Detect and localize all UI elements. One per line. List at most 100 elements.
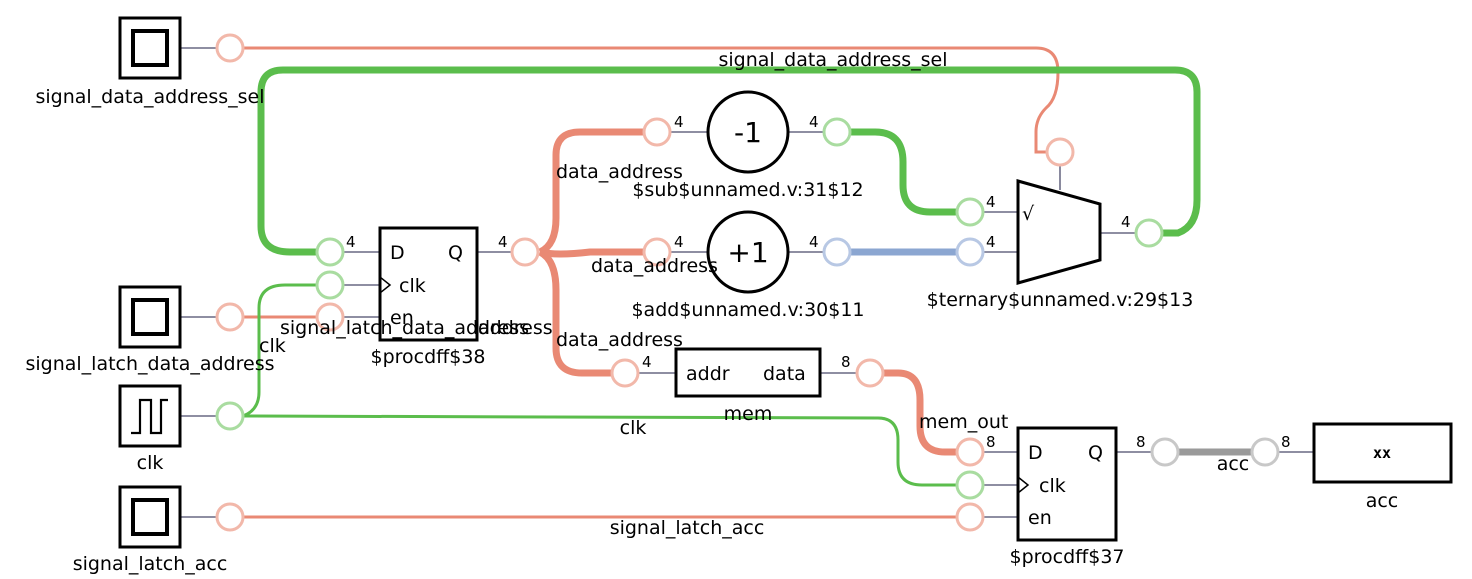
width-add-out: 4 (809, 233, 819, 251)
wire-label-data-address-sel: signal_data_address_sel (718, 49, 947, 71)
width-mem-addr: 4 (642, 353, 652, 371)
cell-ternary-mux[interactable]: √ $ternary$unnamed.v:29$13 (927, 179, 1194, 311)
wire-label-data-address-mid: data_address (591, 255, 718, 277)
stub-lines (181, 47, 1314, 518)
input-label-latch-acc: signal_latch_acc (73, 553, 228, 575)
wire-label-latch-data-address: signal_latch_data_address (280, 317, 529, 339)
dff-acc-d-label: D (1028, 442, 1043, 464)
dff-acc-clk-label: clk (1039, 475, 1066, 497)
wire-labels: signal_data_address_sel data_address dat… (259, 49, 1249, 539)
clock-waveform-icon (131, 398, 168, 435)
add-name: $add$unnamed.v:30$11 (631, 299, 864, 321)
port-add-out[interactable] (822, 237, 852, 267)
clock-edge-icon (379, 276, 392, 294)
wire-mux-feedback[interactable] (257, 66, 1201, 256)
mem-data-label: data (763, 363, 806, 385)
port-latch-acc-out[interactable] (215, 502, 245, 532)
width-acc-in: 8 (1281, 433, 1291, 451)
port-dff-addr-d[interactable] (315, 237, 345, 267)
port-mem-addr[interactable] (610, 358, 640, 388)
width-sub-in: 4 (674, 113, 684, 131)
dff-acc-name: $procdff$37 (1009, 546, 1124, 568)
port-mux-s[interactable] (1045, 137, 1075, 167)
width-dff-addr-q: 4 (498, 233, 508, 251)
width-mux-a: 4 (986, 193, 996, 211)
input-label-latch-data-address: signal_latch_data_address (25, 353, 274, 375)
width-mux-out: 4 (1121, 213, 1131, 231)
wire-data-address-to-sub[interactable] (538, 128, 645, 256)
wire-label-data-address-top: data_address (556, 161, 683, 183)
port-dff-acc-q[interactable] (1150, 437, 1180, 467)
port-dff-addr-clk[interactable] (315, 270, 345, 300)
wire-label-address: address (478, 317, 553, 339)
wire-label-mem-out: mem_out (919, 411, 1008, 433)
input-clk[interactable]: clk (118, 384, 182, 474)
port-sel-out[interactable] (215, 33, 245, 63)
input-signal-latch-data-address[interactable]: signal_latch_data_address (25, 285, 275, 375)
mem-addr-label: addr (686, 363, 730, 385)
output-acc-name: acc (1366, 490, 1399, 512)
cell-sub[interactable]: -1 $sub$unnamed.v:31$12 (632, 90, 864, 201)
ternary-name: $ternary$unnamed.v:29$13 (927, 289, 1194, 311)
sub-op-label: -1 (734, 116, 762, 149)
wire-clk-to-dff-acc[interactable] (242, 414, 957, 487)
wire-mem-out[interactable] (883, 369, 957, 456)
wires (181, 46, 1314, 519)
dff-addr-en-label: en (390, 307, 414, 329)
port-dff-acc-clk[interactable] (955, 470, 985, 500)
port-mux-out[interactable] (1134, 218, 1164, 248)
wire-label-clk-left: clk (259, 335, 286, 357)
input-signal-latch-acc[interactable]: signal_latch_acc (73, 485, 228, 575)
wire-sub-to-mux[interactable] (850, 128, 957, 216)
width-labels: 4 4 4 4 4 4 4 4 4 4 8 8 8 8 (346, 113, 1291, 451)
port-add-in[interactable] (642, 237, 672, 267)
cell-mem[interactable]: addr data mem (674, 347, 822, 425)
output-acc-value: xx (1373, 444, 1391, 462)
output-acc[interactable]: xx acc (1312, 422, 1453, 512)
port-mux-b[interactable] (955, 237, 985, 267)
width-dff-acc-d: 8 (986, 433, 996, 451)
wire-data-address-sel[interactable] (243, 46, 1060, 154)
cell-dff-addr[interactable]: D Q clk en $procdff$38 (370, 226, 486, 368)
sub-name: $sub$unnamed.v:31$12 (632, 179, 863, 201)
dff-addr-clk-label: clk (399, 275, 426, 297)
port-acc-in[interactable] (1250, 437, 1280, 467)
port-mem-data[interactable] (855, 358, 885, 388)
dff-acc-q-label: Q (1088, 442, 1103, 464)
port-sub-out[interactable] (822, 117, 852, 147)
wire-data-address-to-mem[interactable] (538, 248, 612, 377)
input-label-clk: clk (137, 452, 164, 474)
port-dff-addr-en[interactable] (315, 302, 345, 332)
clock-edge-icon (1017, 476, 1030, 494)
dff-acc-en-label: en (1028, 507, 1052, 529)
wire-data-address-to-add[interactable] (539, 248, 645, 258)
port-dff-addr-q[interactable] (510, 237, 540, 267)
port-dff-acc-en[interactable] (955, 502, 985, 532)
cell-add[interactable]: +1 $add$unnamed.v:30$11 (631, 210, 865, 321)
port-dff-acc-d[interactable] (955, 437, 985, 467)
width-dff-addr-d: 4 (346, 233, 356, 251)
port-mux-a[interactable] (955, 197, 985, 227)
mux-select-glyph: √ (1022, 203, 1035, 225)
wire-label-acc: acc (1217, 453, 1250, 475)
width-mem-data: 8 (841, 353, 851, 371)
dff-addr-d-label: D (390, 242, 405, 264)
port-latch-addr-out[interactable] (215, 302, 245, 332)
wire-label-data-address-bottom: data_address (556, 329, 683, 351)
width-dff-acc-q: 8 (1136, 433, 1146, 451)
wire-label-clk-bottom: clk (620, 417, 647, 439)
port-clk-out[interactable] (215, 401, 245, 431)
input-signal-data-address-sel[interactable]: signal_data_address_sel (35, 16, 265, 108)
width-add-in: 4 (674, 233, 684, 251)
dff-addr-q-label: Q (448, 242, 463, 264)
wire-clk-to-dff-addr[interactable] (242, 283, 318, 418)
dff-addr-name: $procdff$38 (370, 346, 485, 368)
add-op-label: +1 (727, 236, 768, 269)
wire-label-latch-acc: signal_latch_acc (610, 517, 765, 539)
cell-dff-acc[interactable]: D Q clk en $procdff$37 (1009, 426, 1125, 568)
port-sub-in[interactable] (642, 117, 672, 147)
width-mux-b: 4 (986, 233, 996, 251)
port-circles (215, 33, 1280, 532)
mem-name: mem (724, 403, 773, 425)
